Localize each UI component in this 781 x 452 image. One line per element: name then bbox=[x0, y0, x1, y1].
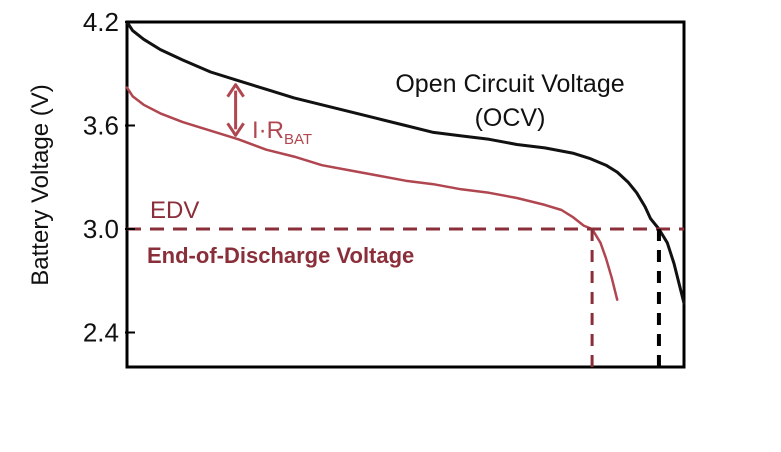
ir-bat-double-arrow bbox=[226, 83, 245, 137]
y-tick-label: 3.6 bbox=[83, 111, 119, 141]
ir-bat-main: I·R bbox=[252, 117, 284, 144]
edv-layer bbox=[127, 227, 684, 367]
ocv-series-line bbox=[125, 20, 686, 305]
ocv-label-line2: (OCV) bbox=[475, 104, 546, 132]
ir-bat-label: I·RBAT bbox=[252, 117, 312, 148]
y-tick-label: 2.4 bbox=[83, 318, 119, 348]
ir-bat-subscript: BAT bbox=[284, 131, 312, 148]
edv-long-label: End-of-Discharge Voltage bbox=[147, 243, 414, 268]
y-tick-label: 3.0 bbox=[83, 214, 119, 244]
edv-short-label: EDV bbox=[150, 197, 199, 224]
tick-layer: 4.2 3.6 3.0 2.4 bbox=[83, 7, 135, 348]
plot-frame bbox=[125, 20, 686, 369]
ocv-label-line1: Open Circuit Voltage bbox=[395, 70, 624, 98]
y-tick-label: 4.2 bbox=[83, 7, 119, 37]
y-axis-label: Battery Voltage (V) bbox=[27, 84, 54, 285]
